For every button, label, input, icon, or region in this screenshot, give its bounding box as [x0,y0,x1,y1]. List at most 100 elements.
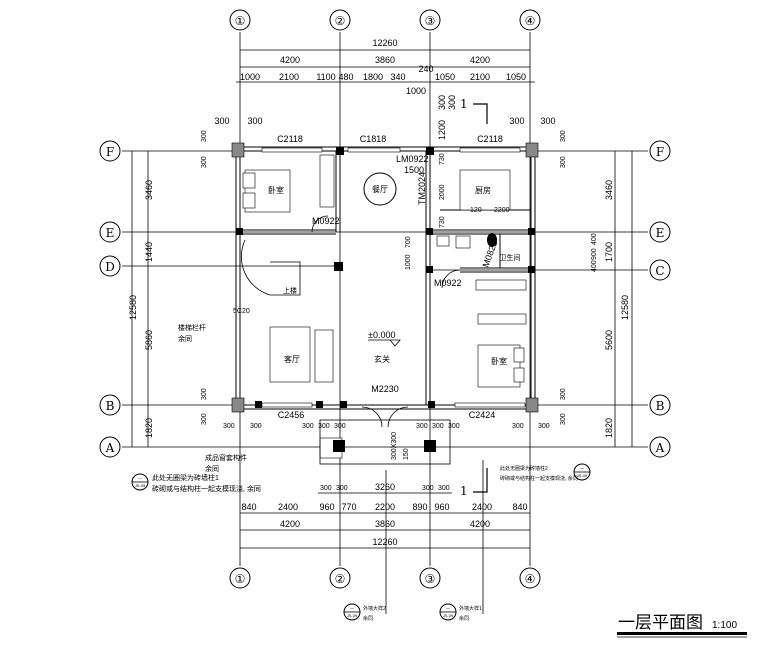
svg-text:12580: 12580 [620,295,630,320]
svg-text:300: 300 [438,485,450,492]
svg-text:300: 300 [437,95,447,110]
svg-text:900: 900 [591,248,598,260]
svg-text:④: ④ [525,572,536,586]
axis-col-4: ④ [519,9,541,31]
svg-text:此处无圈梁为砖墙柱1: 此处无圈梁为砖墙柱1 [152,473,219,482]
svg-text:300: 300 [422,485,434,492]
svg-text:1820: 1820 [144,418,154,438]
room-living: 客厅 [284,354,300,364]
svg-text:340: 340 [390,72,405,82]
svg-text:外墙大样1: 外墙大样1 [459,605,482,612]
svg-text:C: C [655,264,664,278]
svg-text:一: 一 [350,606,354,611]
svg-text:300: 300 [250,423,262,430]
svg-text:400: 400 [591,233,598,245]
svg-text:余同: 余同 [363,615,373,622]
svg-text:300: 300 [201,130,208,142]
svg-text:300: 300 [302,423,314,430]
svg-text:一: 一 [580,466,584,471]
scale-text: 1:100 [712,620,737,631]
svg-text:2000: 2000 [439,184,446,200]
svg-text:1200: 1200 [437,120,447,140]
svg-text:300: 300 [201,156,208,168]
svg-text:JS-09: JS-09 [347,613,358,618]
svg-text:300: 300 [334,423,346,430]
bottom-dimensions: 300 300 300 300 300 300 300 300 300 300 300 30… [223,423,550,549]
svg-text:一: 一 [446,606,450,611]
axis-row-C-right: C [649,259,671,281]
svg-text:3260: 3260 [375,482,395,492]
svg-text:③: ③ [425,14,436,28]
axis-col-1: ① [229,9,251,31]
svg-text:730: 730 [439,153,446,165]
axis-col-3: ③ [419,9,441,31]
svg-text:890: 890 [412,502,427,512]
axis-col-4-bottom: ④ [519,567,541,589]
svg-text:12260: 12260 [372,38,397,48]
stair-label: 上楼 [283,286,297,295]
svg-text:④: ④ [525,14,536,28]
svg-text:300: 300 [201,413,208,425]
right-dimensions: 3460 1700 5600 1820 12580 400 900 400 30… [560,130,633,447]
svg-text:5860: 5860 [144,330,154,350]
svg-text:5C20: 5C20 [233,308,250,315]
svg-text:①: ① [235,572,246,586]
section-mark-bottom: 1 [460,484,468,498]
svg-text:300: 300 [320,485,332,492]
inner-dimensions: 730 2000 730 120 2200 700 1000 [405,153,510,270]
svg-text:300: 300 [214,116,229,126]
svg-text:300: 300 [448,423,460,430]
axis-row-E-right: E [649,221,671,243]
axis-col-1-bottom: ① [229,567,251,589]
svg-text:300: 300 [509,116,524,126]
svg-text:730: 730 [439,216,446,228]
svg-text:E: E [106,226,115,240]
detail-symbol-right: 一 JS-09 [573,463,591,481]
detail-symbol-a: 一 JS-09 [343,603,361,621]
svg-text:E: E [656,226,665,240]
furniture [240,154,527,465]
svg-text:1820: 1820 [604,418,614,438]
svg-text:此处无圈梁为砖墙柱2: 此处无圈梁为砖墙柱2 [500,465,548,472]
svg-text:M0922: M0922 [434,278,462,288]
svg-text:960: 960 [319,502,334,512]
svg-text:300: 300 [560,156,567,168]
svg-text:300: 300 [336,485,348,492]
svg-text:JS-09: JS-09 [577,473,588,478]
room-dining: 餐厅 [372,185,388,194]
axis-row-E: E [99,221,121,243]
svg-text:1050: 1050 [506,72,526,82]
room-labels: 卧室 餐厅 厨房 卫生间 客厅 玄关 卧室 ±0.000 上楼 [268,185,521,366]
svg-text:LM0922: LM0922 [396,154,429,164]
svg-text:700: 700 [405,236,412,248]
svg-text:B: B [106,399,115,413]
svg-text:C2118: C2118 [277,134,303,144]
svg-text:一: 一 [138,476,142,481]
svg-text:300: 300 [560,413,567,425]
svg-text:4200: 4200 [280,55,300,65]
svg-text:300: 300 [416,423,428,430]
svg-text:12580: 12580 [128,295,138,320]
svg-text:12260: 12260 [372,537,397,547]
column-dimension: 300X300 [391,432,398,460]
svg-text:300: 300 [447,95,457,110]
axis-row-B-right: B [649,394,671,416]
svg-text:240: 240 [418,64,433,74]
svg-text:300: 300 [223,423,235,430]
svg-text:3860: 3860 [375,55,395,65]
svg-text:4200: 4200 [280,519,300,529]
axis-bubbles: ① ② ③ ④ ① ② ③ ④ F E D B A F E C B A [99,9,671,589]
drawing-title: 一层平面图 1:100 [617,613,747,638]
svg-text:JS-09: JS-09 [443,613,454,618]
svg-text:300: 300 [318,423,330,430]
svg-text:300: 300 [538,423,550,430]
svg-text:300: 300 [247,116,262,126]
room-bathroom: 卫生间 [500,253,521,262]
svg-text:1800: 1800 [363,72,383,82]
room-foyer: 玄关 [374,354,390,364]
svg-text:③: ③ [425,572,436,586]
svg-text:2100: 2100 [470,72,490,82]
svg-text:1000: 1000 [240,72,260,82]
svg-text:960: 960 [434,502,449,512]
room-kitchen: 厨房 [475,185,491,195]
